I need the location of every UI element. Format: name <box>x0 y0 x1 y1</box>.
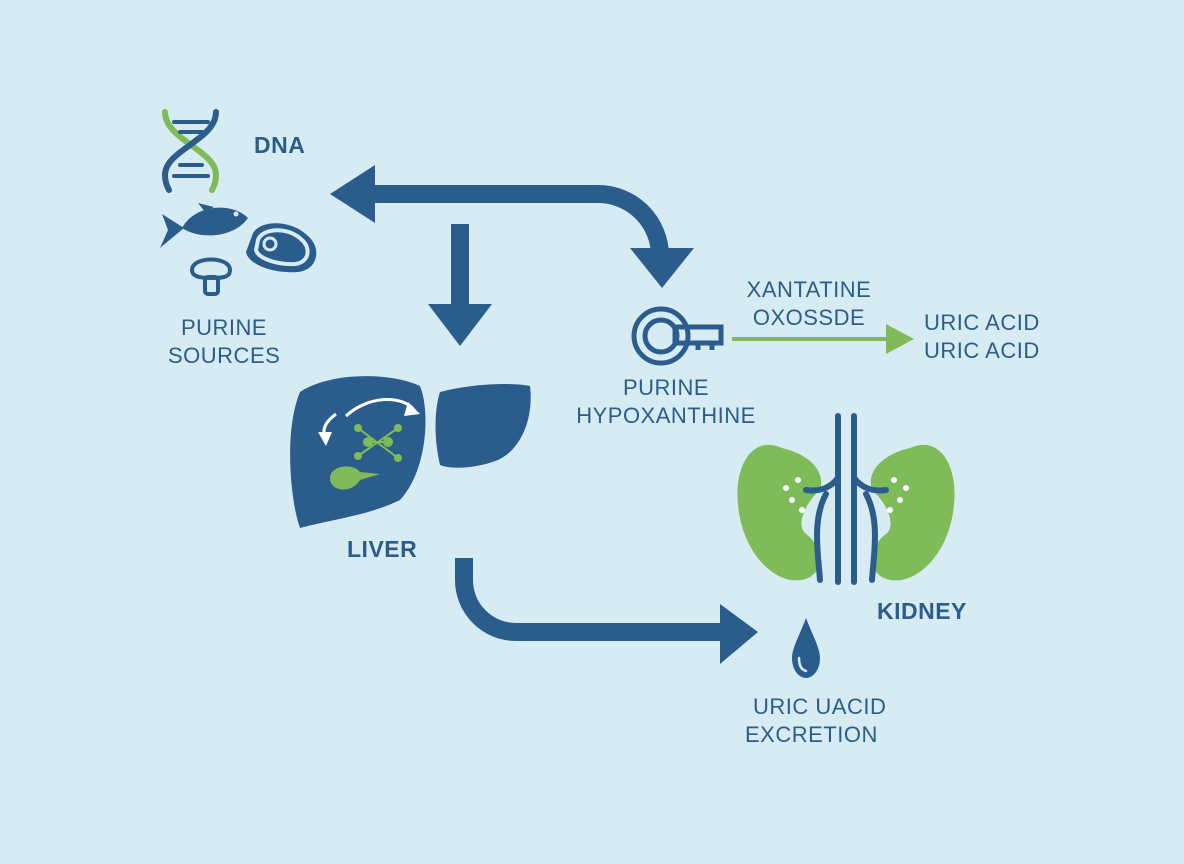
arrow-dna-to-hypoxanthine <box>330 165 694 288</box>
purine-hypoxanthine-label: PURINE HYPOXANTHINE <box>570 374 762 429</box>
enzyme-label: XANTATINE OXOSSDE <box>740 276 878 331</box>
key-icon <box>631 306 724 366</box>
arrow-to-uric-acid <box>732 324 914 354</box>
arrow-liver-to-excretion <box>455 558 758 664</box>
kidney-label: KIDNEY <box>877 598 967 624</box>
liver-label: LIVER <box>347 536 418 562</box>
purine-sources-line2: SOURCES <box>168 342 281 368</box>
dna-label: DNA <box>254 132 306 158</box>
excretion-label: URIC UACID EXCRETION <box>745 693 895 748</box>
dna-helix-icon <box>161 109 220 193</box>
droplet-icon <box>792 618 820 678</box>
hypoxanthine-line2: HYPOXANTHINE <box>576 402 756 428</box>
meat-steak-icon <box>246 223 317 273</box>
arrow-down-to-liver <box>428 224 492 346</box>
purine-sources-label: PURINE SOURCES <box>168 314 280 369</box>
fish-icon <box>160 203 248 248</box>
purine-sources-line1: PURINE <box>180 315 268 340</box>
mushroom-icon <box>189 257 233 296</box>
uric-acid-label: URIC ACID URIC ACID <box>924 309 1040 364</box>
uric-acid-line1: URIC ACID <box>924 310 1040 335</box>
enzyme-line2: OXOSSDE <box>752 304 866 330</box>
liver-icon <box>290 376 531 528</box>
enzyme-line1: XANTATINE <box>746 277 872 302</box>
kidneys-icon <box>737 413 955 585</box>
excretion-line2: EXCRETION <box>745 721 878 747</box>
uric-acid-line2: URIC ACID <box>924 337 1040 363</box>
excretion-line1: URIC UACID <box>753 694 887 719</box>
hypoxanthine-line1: PURINE <box>622 375 710 400</box>
